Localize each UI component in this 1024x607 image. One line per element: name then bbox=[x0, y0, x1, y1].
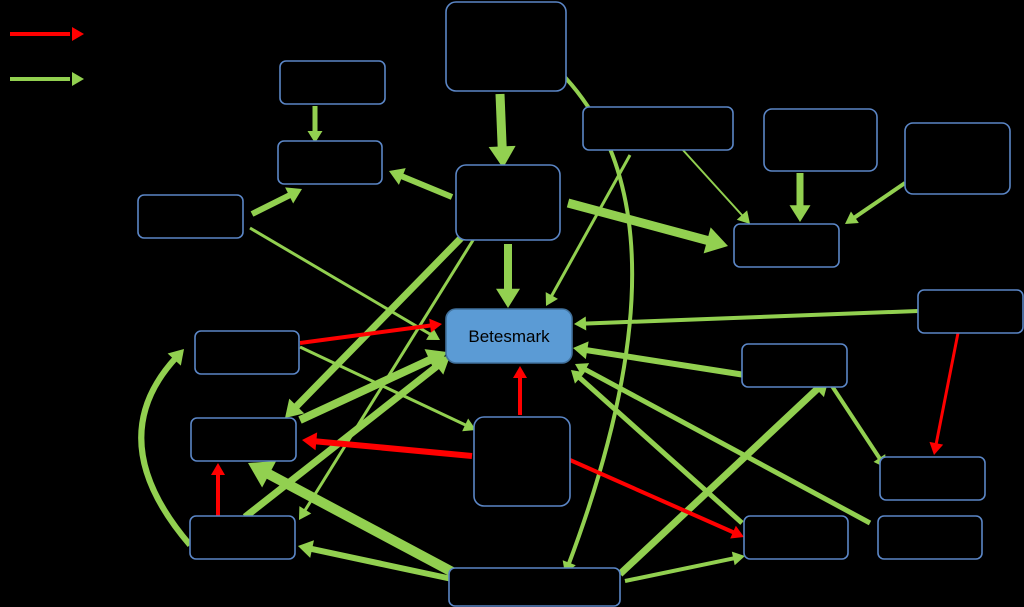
factor-node-7 bbox=[763, 108, 878, 172]
arrow-25 bbox=[828, 381, 886, 468]
arrow-4 bbox=[389, 168, 454, 200]
arrow-28 bbox=[299, 318, 442, 345]
betesmark-node: Betesmark bbox=[445, 308, 573, 364]
arrow-21 bbox=[248, 461, 461, 580]
factor-node-17 bbox=[743, 515, 849, 560]
factor-node-4 bbox=[137, 194, 244, 239]
legend-item-1 bbox=[10, 27, 84, 41]
factor-node-2 bbox=[279, 60, 386, 105]
arrow-31 bbox=[569, 458, 744, 539]
factor-node-18 bbox=[877, 515, 983, 560]
betesmark-label: Betesmark bbox=[468, 327, 550, 346]
factor-node-3 bbox=[277, 140, 383, 185]
arrow-8 bbox=[789, 173, 811, 222]
factor-node-6 bbox=[582, 106, 734, 151]
edges bbox=[138, 70, 960, 583]
arrow-9 bbox=[845, 181, 907, 224]
arrow-22 bbox=[298, 540, 453, 582]
legend-item-2 bbox=[10, 72, 84, 86]
factor-node-13 bbox=[190, 417, 297, 462]
factor-node-10 bbox=[917, 289, 1024, 334]
arrow-20 bbox=[242, 356, 450, 520]
arrow-2 bbox=[307, 106, 323, 143]
arrow-26 bbox=[138, 349, 193, 547]
arrow-12 bbox=[285, 231, 468, 418]
factor-node-15 bbox=[879, 456, 986, 501]
arrow-11 bbox=[249, 226, 440, 340]
arrow-16 bbox=[575, 363, 872, 526]
arrow-1 bbox=[488, 93, 516, 168]
factor-node-12 bbox=[741, 343, 848, 388]
arrow-15 bbox=[573, 341, 746, 378]
arrow-5 bbox=[496, 244, 520, 308]
arrow-6 bbox=[566, 198, 728, 254]
legend bbox=[10, 27, 84, 86]
arrow-3 bbox=[250, 187, 302, 217]
factor-node-16 bbox=[189, 515, 296, 560]
factor-node-14 bbox=[473, 416, 571, 507]
arrow-7 bbox=[681, 148, 750, 224]
factor-node-11 bbox=[194, 330, 300, 375]
arrow-30 bbox=[513, 366, 527, 415]
arrow-10 bbox=[545, 154, 632, 306]
factor-node-9 bbox=[733, 223, 840, 268]
arrow-24 bbox=[624, 551, 745, 583]
arrow-18 bbox=[299, 345, 476, 432]
arrow-32 bbox=[211, 463, 225, 516]
factor-node-5 bbox=[455, 164, 561, 241]
arrow-17 bbox=[571, 370, 744, 525]
arrow-14 bbox=[574, 309, 919, 331]
arrow-33 bbox=[929, 332, 960, 455]
nodes: Betesmark bbox=[137, 1, 1024, 607]
arrow-29 bbox=[302, 432, 473, 459]
factor-node-1 bbox=[445, 1, 567, 92]
factor-node-19 bbox=[448, 567, 621, 607]
factor-node-8 bbox=[904, 122, 1011, 195]
